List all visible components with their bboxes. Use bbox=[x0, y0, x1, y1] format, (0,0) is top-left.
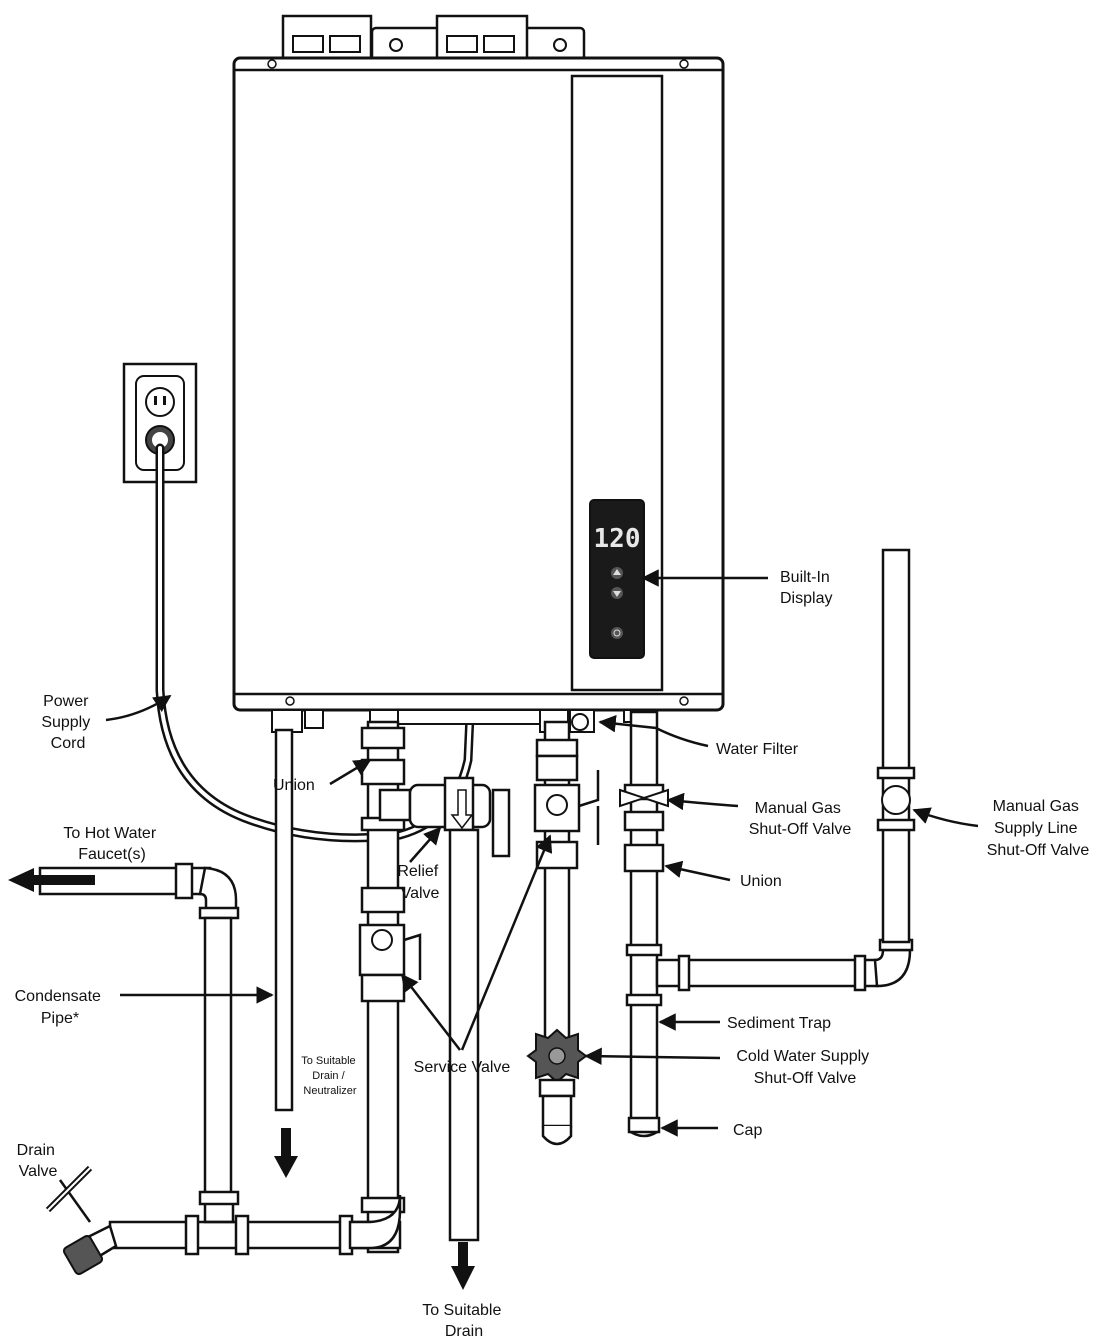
label-relief-valve: Relief Valve bbox=[397, 863, 442, 902]
hot-water-line bbox=[38, 720, 511, 1256]
power-button-icon bbox=[611, 627, 623, 639]
label-manual-gas-supply-line: Manual Gas Supply Line Shut-Off Valve bbox=[987, 798, 1090, 859]
top-vent-bracket bbox=[281, 14, 586, 66]
label-power-supply-cord: Power Supply Cord bbox=[41, 693, 94, 752]
label-cap: Cap bbox=[733, 1122, 762, 1139]
label-manual-gas-shutoff: Manual Gas Shut-Off Valve bbox=[749, 800, 852, 838]
label-to-suitable-drain-neutralizer: To Suitable Drain / Neutralizer bbox=[301, 1055, 359, 1097]
gas-supply-valve-icon bbox=[881, 785, 911, 815]
display-temperature: 120 bbox=[594, 524, 641, 554]
drain-valve bbox=[45, 1165, 118, 1276]
label-union-left: Union bbox=[273, 777, 315, 794]
drain-arrows bbox=[8, 868, 475, 1290]
relief-valve-icon bbox=[450, 789, 474, 830]
water-filter-icon bbox=[571, 713, 589, 731]
cold-water-line bbox=[526, 720, 600, 1146]
service-valve-right-icon bbox=[546, 794, 568, 816]
label-water-filter: Water Filter bbox=[716, 741, 799, 758]
label-union-right: Union bbox=[740, 873, 782, 890]
label-sediment-trap: Sediment Trap bbox=[727, 1015, 831, 1032]
label-cold-water-supply: Cold Water Supply Shut-Off Valve bbox=[736, 1048, 873, 1087]
label-condensate-pipe: Condensate Pipe* bbox=[15, 988, 106, 1027]
built-in-display-panel: 120 bbox=[589, 499, 645, 659]
water-heater-unit bbox=[232, 56, 725, 712]
label-built-in-display: Built-In Display bbox=[780, 569, 834, 607]
condensate-pipe bbox=[274, 728, 294, 1112]
label-service-valve: Service Valve bbox=[414, 1059, 511, 1076]
label-drain-valve: Drain Valve bbox=[17, 1142, 60, 1180]
leader-lines bbox=[105, 569, 979, 1137]
bottom-connection-plate bbox=[271, 709, 657, 733]
gas-line bbox=[619, 548, 916, 1138]
label-to-suitable-drain: To Suitable Drain bbox=[422, 1302, 506, 1340]
service-valve-left-icon bbox=[371, 929, 393, 951]
label-to-hot-water: To Hot Water Faucet(s) bbox=[63, 825, 160, 863]
